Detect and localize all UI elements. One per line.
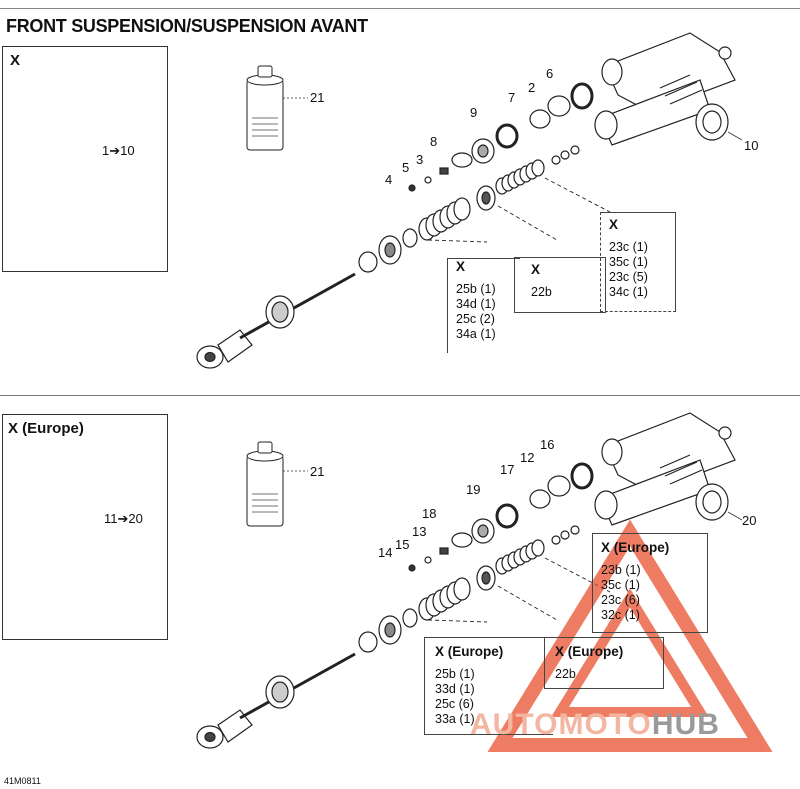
top-box-c-line-1: 23c (1) (609, 240, 648, 254)
bottom-box-a-line-2: 33d (1) (435, 682, 475, 696)
callout-6: 6 (546, 66, 554, 81)
watermark-text: AUTOMOTOHUB (470, 708, 720, 742)
bottom-fluid-bottle-drawing (246, 441, 284, 527)
bottom-box-a-line-3: 25c (6) (435, 697, 474, 711)
top-callout-range: 1➔10 (102, 143, 135, 158)
callout-8: 8 (430, 134, 438, 149)
callout-15: 15 (395, 537, 410, 552)
top-model-label: X (10, 52, 21, 69)
callout-7: 7 (508, 90, 516, 105)
callout-12: 12 (520, 450, 535, 465)
bottom-box-c-line-4: 32c (1) (601, 608, 640, 622)
top-box-b-line-1: 22b (531, 285, 552, 299)
top-rule (0, 8, 800, 9)
bottom-box-c: X (Europe) 23b (1) 35c (1) 23c (6) 32c (… (592, 533, 708, 633)
callout-19: 19 (466, 482, 481, 497)
bottom-box-a-header: X (Europe) (435, 644, 504, 659)
callout-10: 10 (744, 138, 759, 153)
bottom-box-c-line-2: 35c (1) (601, 578, 640, 592)
watermark-text-part2: HUB (651, 708, 720, 741)
callout-16: 16 (540, 437, 555, 452)
top-box-a-line-4: 34a (1) (456, 327, 496, 341)
callout-21-bottom: 21 (310, 464, 325, 479)
section-divider (0, 395, 800, 396)
top-box-c-header: X (609, 217, 619, 232)
top-box-b: X 22b (514, 257, 606, 313)
bottom-box-c-header: X (Europe) (601, 540, 670, 555)
bottom-model-frame (2, 414, 168, 640)
bottom-box-a-line-1: 25b (1) (435, 667, 475, 681)
page-title: FRONT SUSPENSION/SUSPENSION AVANT (6, 16, 368, 36)
top-fluid-bottle-drawing (246, 65, 284, 151)
callout-5: 5 (402, 160, 410, 175)
watermark-text-part1: AUTOMOTO (470, 708, 652, 741)
bottom-box-a-line-4: 33a (1) (435, 712, 475, 726)
callout-3: 3 (416, 152, 424, 167)
bottom-callout-range: 11➔20 (104, 511, 143, 526)
callout-17: 17 (500, 462, 515, 477)
callout-21-top: 21 (310, 90, 325, 105)
bottom-box-a: X (Europe) 25b (1) 33d (1) 25c (6) 33a (… (424, 637, 553, 735)
top-box-a: X 25b (1) 34d (1) 25c (2) 34a (1) (447, 258, 520, 353)
callout-4: 4 (385, 172, 393, 187)
bottom-box-b-header: X (Europe) (555, 644, 624, 659)
top-box-c-line-4: 34c (1) (609, 285, 648, 299)
top-box-c: X 23c (1) 35c (1) 23c (5) 34c (1) (600, 212, 676, 312)
bottom-box-b-line-1: 22b (555, 667, 576, 681)
bottom-box-b: X (Europe) 22b (544, 637, 664, 689)
top-model-frame (2, 46, 168, 272)
callout-20: 20 (742, 513, 757, 528)
top-box-a-line-1: 25b (1) (456, 282, 496, 296)
top-box-a-line-3: 25c (2) (456, 312, 495, 326)
callout-13: 13 (412, 524, 427, 539)
top-box-c-line-2: 35c (1) (609, 255, 648, 269)
top-box-b-header: X (531, 262, 541, 277)
callout-2: 2 (528, 80, 536, 95)
callout-9: 9 (470, 105, 478, 120)
callout-18: 18 (422, 506, 437, 521)
bottom-model-label: X (Europe) (8, 420, 84, 437)
top-box-a-line-2: 34d (1) (456, 297, 496, 311)
top-box-a-header: X (456, 259, 466, 274)
footer-code: 41M0811 (4, 776, 41, 786)
bottom-box-c-line-1: 23b (1) (601, 563, 641, 577)
bottom-box-c-line-3: 23c (6) (601, 593, 640, 607)
callout-14: 14 (378, 545, 393, 560)
top-box-c-line-3: 23c (5) (609, 270, 648, 284)
watermark-logo (487, 519, 773, 752)
